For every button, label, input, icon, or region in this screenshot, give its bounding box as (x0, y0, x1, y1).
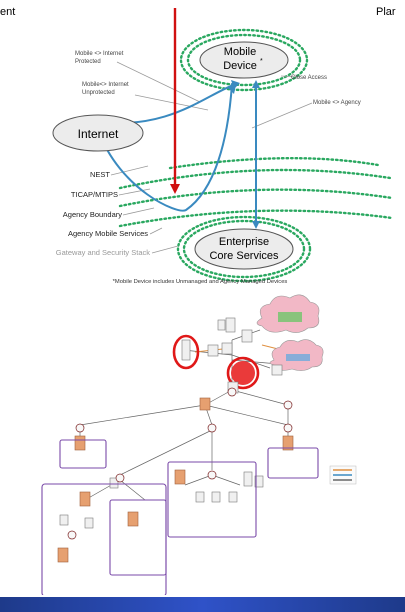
internet-label: Internet (78, 127, 119, 141)
leader-mip (116, 61, 201, 103)
mobile-device-ellipse (199, 41, 289, 79)
leader-ticap (118, 188, 151, 196)
agency-subzone-frame (109, 499, 167, 576)
router-node (75, 423, 85, 433)
server-node (207, 344, 219, 357)
mobile-agency-label: Mobile <> Agency (313, 100, 361, 106)
server-node (211, 491, 221, 503)
router-node (227, 387, 237, 397)
gateway-label: Gateway and Security Stack (56, 248, 150, 257)
mip-label-1: Mobile <> Internet (75, 51, 124, 57)
enterprise-ring-1 (182, 219, 306, 279)
router-node (207, 470, 217, 480)
server-node (228, 491, 238, 503)
footnote: *Mobile Device includes Unmanaged and Ag… (113, 279, 288, 285)
device-label: Device (223, 60, 257, 72)
mobile-agency-curve (97, 83, 233, 212)
device-asterisk: * (260, 58, 263, 65)
agency-zone-frame (41, 483, 167, 595)
firewall-node (174, 469, 186, 485)
router-node (67, 530, 77, 540)
firewall-node (79, 491, 91, 507)
mobile-label: Mobile (224, 46, 256, 58)
ticap-label: TICAP/MTIPS (71, 190, 118, 199)
server-node (243, 471, 253, 487)
server-node (195, 491, 205, 503)
leader-services (149, 227, 163, 235)
server-node (254, 475, 264, 488)
arrowhead-mobile-3 (252, 80, 260, 88)
mobile-security-layer-diagram: Mobile Device * Internet Enterprise Core… (52, 8, 394, 285)
leader-nest (110, 165, 149, 176)
red-arrow-head (170, 184, 180, 194)
mobile-services-arc (118, 209, 394, 228)
server-node (221, 342, 233, 355)
miu-label-1: Mobile<> Internet (82, 82, 129, 88)
mobile-ring-1 (186, 33, 302, 87)
corner-text-left: ent (0, 6, 16, 18)
link (211, 474, 241, 486)
firewall-node (282, 435, 294, 451)
leader-boundary (122, 207, 155, 216)
link (184, 474, 213, 486)
server-node (241, 329, 253, 343)
mobile-services-label: Agency Mobile Services (68, 229, 148, 238)
enterprise-ring-2 (176, 215, 312, 283)
mip-label-2: Protected (75, 59, 101, 65)
firewall-node (199, 397, 211, 411)
link (204, 404, 289, 426)
router-node (207, 423, 217, 433)
router-node (115, 473, 125, 483)
ticap-arc (118, 168, 392, 190)
miu-label-2: Unprotected (82, 90, 115, 96)
red-highlight-circle-right (226, 356, 260, 390)
core-services-label: Core Services (209, 250, 279, 262)
enterprise-label: Enterprise (219, 236, 269, 248)
router-node (283, 423, 293, 433)
firewall-node (127, 511, 139, 527)
server-node (217, 319, 226, 331)
footer-bar (0, 597, 405, 612)
leader-miu (134, 94, 209, 111)
network-topology-diagram (41, 294, 357, 595)
leader-close (280, 75, 301, 78)
nest-label: NEST (90, 170, 110, 179)
mobile-device-node (181, 339, 191, 361)
arrowhead-mobile-2 (228, 85, 236, 94)
server-node (59, 514, 69, 526)
cloud-top-band (278, 312, 302, 322)
internet-ellipse (52, 114, 144, 152)
server-node (271, 364, 283, 376)
firewall-node (57, 547, 69, 563)
server-node (225, 317, 236, 333)
link (119, 429, 213, 476)
red-highlight-circle-left (172, 334, 200, 370)
link (119, 479, 146, 501)
router-node (283, 400, 293, 410)
mobile-services-frame (167, 461, 257, 538)
firewall-node (74, 435, 86, 451)
arrowhead-enterprise (252, 221, 260, 229)
boundary-label: Agency Boundary (63, 210, 122, 219)
nest-arc (168, 156, 380, 170)
close-access-label: Close Access (291, 75, 327, 81)
highlighted-node (231, 361, 255, 385)
mobile-ring-2 (179, 28, 309, 92)
server-node (84, 517, 94, 529)
enterprise-ellipse (194, 228, 294, 270)
link (231, 389, 289, 406)
leader-gateway (151, 245, 179, 254)
leader-agency (251, 102, 313, 129)
link (79, 404, 206, 426)
corner-text-right: Plar (376, 6, 396, 18)
server-node (109, 477, 119, 489)
external-boundary-frame (267, 447, 319, 479)
internal-boundary-frame (59, 439, 107, 469)
cloud-right-band (286, 354, 310, 361)
